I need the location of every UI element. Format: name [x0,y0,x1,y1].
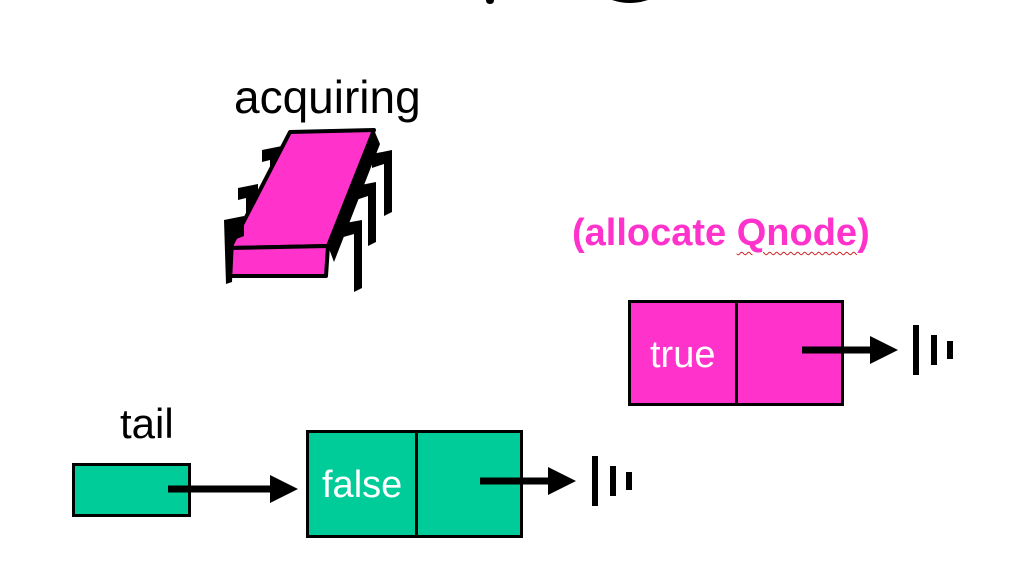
existing-qnode-flag-text: false [322,464,403,506]
tail-label: tail [120,400,174,447]
qnode-word: Qnode [736,212,858,254]
new-qnode-flag-text: true [650,334,716,376]
allocate-suffix: ) [857,212,870,254]
existing-qnode-next-cell [415,430,523,538]
allocate-prefix: (allocate [572,212,737,254]
allocate-qnode-label: (allocate Qnode) [572,212,870,255]
acquiring-label: acquiring [234,71,421,123]
new-qnode-next-cell [735,300,844,406]
tail-pointer-box [72,463,191,517]
